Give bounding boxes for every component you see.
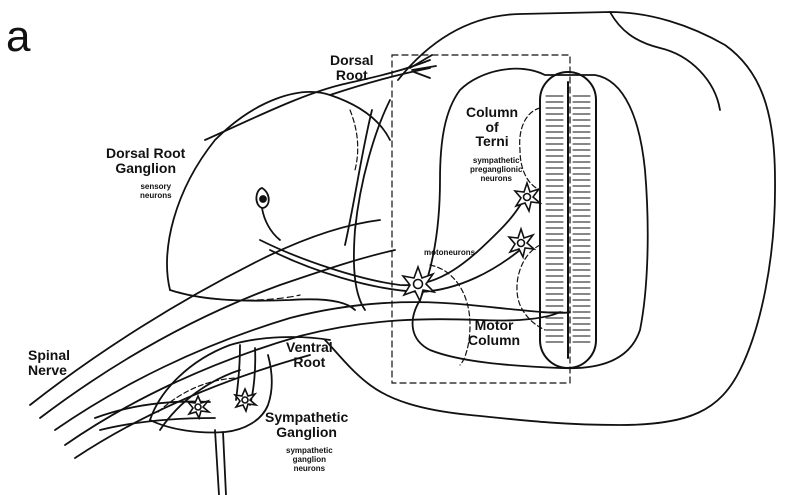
label-ganglion-neurons: sympathetic ganglion neurons — [286, 446, 333, 474]
label-sensory-neurons: sensory neurons — [140, 182, 172, 200]
label-sensory-line2: neurons — [140, 191, 172, 200]
label-dorsal-root-line1: Dorsal — [330, 53, 374, 68]
label-motoneurons: motoneurons — [424, 248, 475, 257]
dorsal-root — [205, 60, 430, 140]
label-terni-line2: of — [466, 120, 518, 135]
ganglion-neuron-1 — [188, 396, 209, 418]
label-spinal-line2: Nerve — [28, 363, 70, 378]
column-of-terni-outline — [520, 108, 540, 190]
label-column-of-terni: Column of Terni — [466, 105, 518, 149]
label-symgang-line2: Ganglion — [265, 425, 348, 440]
panel-letter: a — [6, 14, 30, 60]
label-drg-line2: Ganglion — [106, 161, 185, 176]
label-drg-line1: Dorsal Root — [106, 146, 185, 161]
label-motor-column: Motor Column — [468, 318, 520, 347]
label-preganglionic-neurons: sympathetic preganglionic neurons — [470, 156, 522, 184]
label-terni-line3: Terni — [466, 134, 518, 149]
label-symgang-line1: Sympathetic — [265, 410, 348, 425]
label-gangneu-line3: neurons — [286, 464, 333, 473]
label-sensory-line1: sensory — [140, 182, 172, 191]
label-ventral-line2: Root — [286, 355, 333, 370]
label-pregang-line3: neurons — [470, 174, 522, 183]
label-ventral-line1: Ventral — [286, 340, 333, 355]
label-pregang-line1: sympathetic — [470, 156, 522, 165]
label-dorsal-root-line2: Root — [330, 68, 374, 83]
label-dorsal-root-ganglion: Dorsal Root Ganglion — [106, 146, 185, 175]
label-motor-line1: Motor — [468, 318, 520, 333]
label-dorsal-root: Dorsal Root — [330, 53, 374, 82]
label-pregang-line2: preganglionic — [470, 165, 522, 174]
label-motor-line2: Column — [468, 333, 520, 348]
label-gangneu-line2: ganglion — [286, 455, 333, 464]
label-terni-line1: Column — [466, 105, 518, 120]
dorsal-fissure — [610, 12, 720, 110]
spinal-nerve — [30, 220, 380, 405]
label-ventral-root: Ventral Root — [286, 340, 333, 369]
label-spinal-nerve: Spinal Nerve — [28, 348, 70, 377]
label-sympathetic-ganglion: Sympathetic Ganglion — [265, 410, 348, 439]
label-gangneu-line1: sympathetic — [286, 446, 333, 455]
label-spinal-line1: Spinal — [28, 348, 70, 363]
